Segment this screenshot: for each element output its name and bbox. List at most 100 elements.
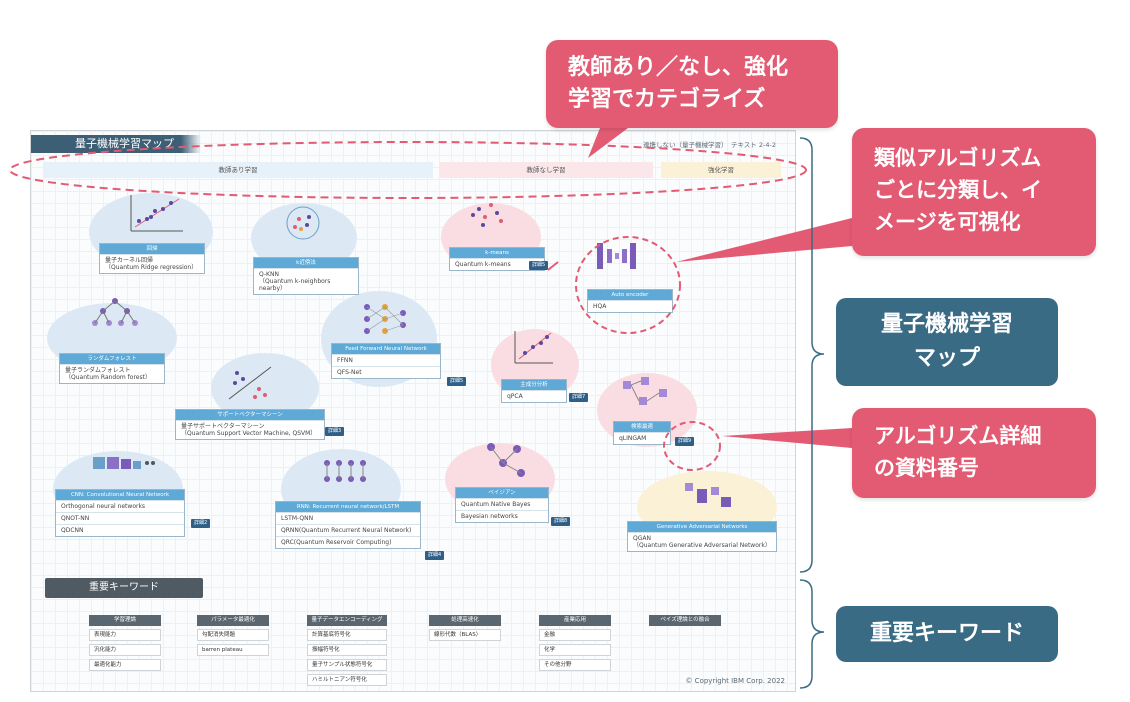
keyword-item: 最適化能力 [89,659,161,671]
detail-tag-svm: 詳細3 [325,427,345,436]
sheet-meta-left: 連携しない（量子機械学習） [643,141,728,149]
algo-rnn-title: RNN: Recurrent neural network/LSTM [276,502,420,512]
right-callout-2-pointer [722,428,852,448]
keyword-header: ベイズ理論との融合 [649,615,721,626]
detail-tag-rnn: 詳細4 [425,551,445,560]
sheet-meta-right: テキスト 2-4-2 [731,141,776,149]
algo-pca-title: 主成分分析 [502,380,566,390]
algo-cnn-title: CNN: Convolutional Neural Network [56,490,184,500]
right-callout-1-pointer [676,218,852,262]
keyword-item: その他分野 [539,659,611,671]
algo-cnn: CNN: Convolutional Neural Network Orthog… [55,489,185,537]
algo-autoencoder-title: Auto encoder [588,290,672,300]
algo-rnn-item-3: QRC(Quantum Reservoir Computing) [276,536,420,548]
callout-visualize: 類似アルゴリズム ごとに分類し、イ メージを可視化 [852,128,1096,256]
detail-tag-cnn: 詳細2 [191,519,211,528]
algo-bayes-item-1: Quantum Native Bayes [456,498,548,510]
rnn-chain-icon [324,460,366,482]
autoencoder-icon [597,243,636,269]
algo-ffnn-item-2: QFS-Net [332,366,440,378]
keyword-item: barren plateau [197,644,269,656]
algo-gan: Generative Adversarial Networks QGAN （Qu… [627,521,777,552]
algo-pca-item: qPCA [502,390,566,402]
keyword-item: 金融 [539,629,611,641]
keyword-header: 処理高速化 [429,615,501,626]
keyword-header: 量子データエンコーディング [307,615,387,626]
cnn-layers-icon [93,457,155,469]
top-callout-pointer [588,128,628,158]
detail-tag-pca: 詳細7 [569,393,589,402]
keywords-title-bar: 重要キーワード [45,578,203,598]
keyword-item: ハミルトニアン符号化 [307,674,387,686]
algo-kmeans-item: Quantum k-means [450,258,544,270]
keyword-header: パラメータ最適化 [197,615,269,626]
kmeans-connector [547,261,559,271]
algo-kmeans-title: k-means [450,248,544,258]
pca-plot-icon [514,331,553,364]
algo-rnn-item-1: LSTM-QNN [276,512,420,524]
autoencoder-highlight-circle [575,236,681,334]
detail-tag-ffnn: 詳細5 [447,377,467,386]
category-highlight-ellipse [9,141,807,199]
algo-bayes-title: ベイジアン [456,488,548,498]
svm-plot-icon [228,366,272,400]
algo-regression: 回帰 量子カーネル回帰 （Quantum Ridge regression） [99,243,205,274]
algo-ffnn: Feed Forward Neural Network FFNN QFS-Net [331,343,441,379]
keyword-column-learning-theory: 学習理論 表現能力 汎化能力 最適化能力 [89,615,161,671]
algo-rnn-item-2: QRNN(Quantum Recurrent Neural Network) [276,524,420,536]
algo-cnn-item-1: Orthogonal neural networks [56,500,184,512]
algo-random-forest-title: ランダムフォレスト [60,354,164,364]
algo-gan-item: QGAN （Quantum Generative Adversarial Net… [628,532,776,551]
label-quantum-ml-map: 量子機械学習 マップ [836,298,1058,386]
random-forest-tree-icon [92,298,138,326]
keyword-column-speedup: 処理高速化 線形代数（BLAS） [429,615,501,641]
callout-categorize: 教師あり／なし、強化 学習でカテゴライズ [546,40,838,128]
category-supervised: 教師あり学習 [43,162,433,178]
algo-gan-title: Generative Adversarial Networks [628,522,776,532]
keyword-column-param-opt: パラメータ最適化 勾配消失問題 barren plateau [197,615,269,656]
algo-bayes: ベイジアン Quantum Native Bayes Bayesian netw… [455,487,549,523]
algo-knn: k近傍法 Q-KNN （Quantum k-neighbors nearby） [253,257,359,295]
keyword-column-bayes: ベイズ理論との融合 [649,615,721,626]
algo-pca: 主成分分析 qPCA [501,379,567,403]
algo-ffnn-item-1: FFNN [332,354,440,366]
algo-cnn-item-3: QDCNN [56,524,184,536]
algo-random-forest-item: 量子ランダムフォレスト （Quantum Random forest） [60,364,164,383]
callout-detail-number: アルゴリズム詳細 の資料番号 [852,408,1096,498]
category-unsupervised: 教師なし学習 [439,162,653,178]
keyword-header: 産業応用 [539,615,611,626]
keyword-item: 表現能力 [89,629,161,641]
keyword-column-encoding: 量子データエンコーディング 計算基底符号化 振幅符号化 量子サンプル状態符号化 … [307,615,387,686]
detail-tag-search: 詳細9 [675,437,695,446]
algo-regression-item: 量子カーネル回帰 （Quantum Ridge regression） [100,254,204,273]
algo-knn-item: Q-KNN （Quantum k-neighbors nearby） [254,268,358,294]
algo-rnn: RNN: Recurrent neural network/LSTM LSTM-… [275,501,421,549]
keyword-item: 勾配消失問題 [197,629,269,641]
bayes-graph-icon [487,443,525,477]
keyword-item: 化学 [539,644,611,656]
algo-svm-title: サポートベクターマシーン [176,410,324,420]
keyword-item: 振幅符号化 [307,644,387,656]
algo-ffnn-title: Feed Forward Neural Network [332,344,440,354]
quantum-ml-map-sheet: 量子機械学習マップ 連携しない（量子機械学習） テキスト 2-4-2 教師あり学… [30,130,796,692]
algo-cnn-item-2: QNOT-NN [56,512,184,524]
keyword-column-industry: 産業応用 金融 化学 その他分野 [539,615,611,671]
detail-tag-bayes: 詳細8 [551,517,571,526]
knn-cluster-icon [286,206,320,240]
algo-autoencoder: Auto encoder HQA [587,289,673,313]
algo-random-forest: ランダムフォレスト 量子ランダムフォレスト （Quantum Random fo… [59,353,165,384]
keyword-item: 汎化能力 [89,644,161,656]
keyword-item: 量子サンプル状態符号化 [307,659,387,671]
algo-search-item: qLINGAM [614,432,670,444]
keyword-item: 計算基底符号化 [307,629,387,641]
algo-regression-title: 回帰 [100,244,204,254]
keyword-item: 線形代数（BLAS） [429,629,501,641]
label-keywords: 重要キーワード [836,606,1058,662]
neural-network-icon [364,304,406,334]
keyword-header: 学習理論 [89,615,161,626]
category-reinforcement: 強化学習 [661,162,781,178]
map-bracket [799,137,825,573]
search-graph-icon [623,377,667,405]
detail-tag-kmeans: 詳細5 [529,261,549,270]
